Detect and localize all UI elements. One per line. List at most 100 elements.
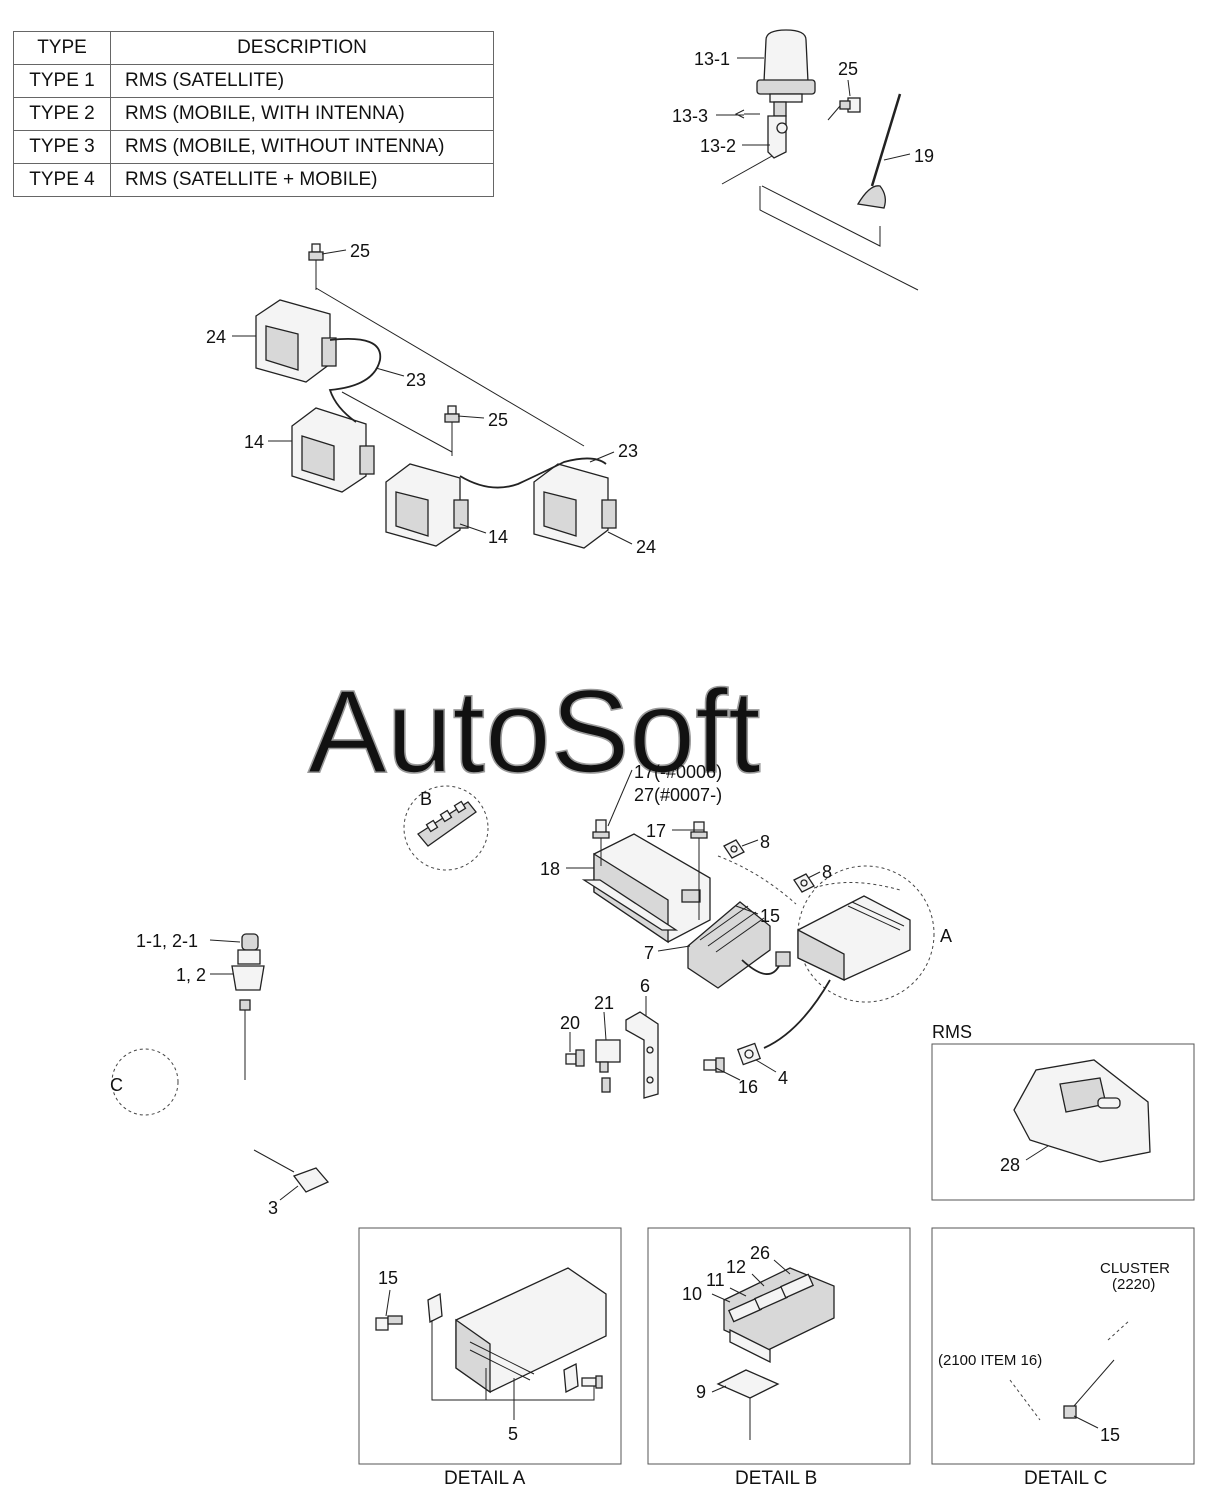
detail-a-radio <box>455 1267 607 1394</box>
detail-a-bolt-left <box>375 1315 403 1331</box>
detail-a-bracket-right <box>563 1362 579 1394</box>
label-1-2: 1, 2 <box>176 965 206 985</box>
antenna <box>856 93 902 209</box>
label-25: 25 <box>350 241 370 261</box>
detail-a-label-5: 5 <box>508 1424 518 1444</box>
detail-b-label-12: 12 <box>726 1257 746 1277</box>
detail-b-gasket-9 <box>716 1369 780 1399</box>
detail-b-label-10: 10 <box>682 1284 702 1304</box>
work-lamp-14-left <box>291 407 375 493</box>
bolt-25-middle <box>444 405 460 456</box>
key-switch-1-2 <box>231 933 265 1080</box>
beacon-bolt <box>827 97 861 121</box>
label-14: 14 <box>244 432 264 452</box>
bracket-8-b <box>793 873 815 893</box>
detail-b-circle <box>403 785 489 871</box>
label-c: C <box>110 1075 123 1095</box>
label-17-serial: 17(-#0006) <box>634 762 722 782</box>
work-lamp-24-left <box>255 299 337 383</box>
table-cell-type: TYPE 4 <box>13 163 111 197</box>
label-16: 16 <box>738 1077 758 1097</box>
table-header-type: TYPE <box>13 31 111 65</box>
detail-c-frame <box>931 1227 1195 1465</box>
detail-b-caption: DETAIL B <box>735 1468 817 1489</box>
label-23: 23 <box>406 370 426 390</box>
detail-a-bolt-right <box>581 1375 603 1389</box>
rms-title: RMS <box>932 1022 972 1042</box>
bolt-16 <box>703 1057 725 1073</box>
detail-a-bracket-left <box>427 1292 443 1324</box>
detail-c-cluster: CLUSTER <box>1100 1260 1170 1277</box>
table-row: TYPE 4 RMS (SATELLITE + MOBILE) <box>13 163 494 197</box>
label-13-3: 13-3 <box>672 106 708 126</box>
table-header-description: DESCRIPTION <box>110 31 494 65</box>
table-cell-description: RMS (MOBILE, WITH INTENNA) <box>110 97 494 131</box>
detail-a-label-15: 15 <box>378 1268 398 1288</box>
bolt-17-27 <box>592 819 610 866</box>
detail-b-label-9: 9 <box>696 1382 706 1402</box>
bolt-25-top <box>308 243 324 290</box>
bolt-17 <box>690 821 708 920</box>
relay-module-7 <box>687 901 771 989</box>
label-8: 8 <box>822 862 832 882</box>
label-a: A <box>940 926 952 946</box>
label-17: 17 <box>646 821 666 841</box>
label-14: 14 <box>488 527 508 547</box>
label-28: 28 <box>1000 1155 1020 1175</box>
bracket-6 <box>625 1011 659 1099</box>
detail-b-label-11: 11 <box>706 1270 725 1290</box>
label-15: 15 <box>760 906 780 926</box>
leader-lines <box>209 57 1099 1429</box>
bracket-8-a <box>723 839 745 859</box>
label-6: 6 <box>640 976 650 996</box>
label-4: 4 <box>778 1068 788 1088</box>
detail-b-switch-panel <box>723 1267 835 1364</box>
detail-c-caption: DETAIL C <box>1024 1468 1107 1489</box>
detail-c-label-15: 15 <box>1100 1425 1120 1445</box>
table-row: TYPE 1 RMS (SATELLITE) <box>13 64 494 98</box>
bolt-20 <box>565 1049 585 1067</box>
label-25: 25 <box>838 59 858 79</box>
table-row: TYPE 3 RMS (MOBILE, WITHOUT INTENNA) <box>13 130 494 164</box>
detail-c-circle <box>111 1048 179 1116</box>
label-19: 19 <box>914 146 934 166</box>
connector-3 <box>253 1149 330 1193</box>
detail-b-label-26: 26 <box>750 1243 770 1263</box>
label-23: 23 <box>618 441 638 461</box>
type-table: TYPE DESCRIPTION TYPE 1 RMS (SATELLITE) … <box>13 31 494 197</box>
label-8: 8 <box>760 832 770 852</box>
label-27-serial: 27(#0007-) <box>634 785 722 805</box>
table-header-row: TYPE DESCRIPTION <box>13 31 494 65</box>
label-20: 20 <box>560 1013 580 1033</box>
table-row: TYPE 2 RMS (MOBILE, WITH INTENNA) <box>13 97 494 131</box>
label-7: 7 <box>644 943 654 963</box>
table-cell-type: TYPE 3 <box>13 130 111 164</box>
table-cell-description: RMS (SATELLITE) <box>110 64 494 98</box>
rms-frame <box>931 1043 1195 1201</box>
label-1-1-2-1: 1-1, 2-1 <box>136 931 198 951</box>
label-13-1: 13-1 <box>694 49 730 69</box>
label-25: 25 <box>488 410 508 430</box>
work-lamp-14-middle <box>385 463 469 547</box>
label-3: 3 <box>268 1198 278 1218</box>
radio-unit-a <box>797 865 935 1003</box>
label-24: 24 <box>206 327 226 347</box>
controller-box-18 <box>581 833 711 944</box>
detail-c-cluster-number: (2220) <box>1112 1276 1155 1293</box>
rms-device-28 <box>1013 1059 1151 1163</box>
work-lamp-24-right <box>533 463 617 549</box>
detail-a-caption: DETAIL A <box>444 1468 526 1489</box>
label-24: 24 <box>636 537 656 557</box>
label-13-2: 13-2 <box>700 136 736 156</box>
detail-c-item: (2100 ITEM 16) <box>938 1352 1042 1369</box>
antenna-connector-4 <box>736 1042 762 1066</box>
table-cell-description: RMS (SATELLITE + MOBILE) <box>110 163 494 197</box>
table-cell-description: RMS (MOBILE, WITHOUT INTENNA) <box>110 130 494 164</box>
detail-a-frame <box>358 1227 622 1465</box>
detail-b-frame <box>647 1227 911 1465</box>
beacon-lamp <box>756 29 816 159</box>
label-21: 21 <box>594 993 614 1013</box>
label-b: B <box>420 789 432 809</box>
detail-c-bolt-15 <box>1063 1359 1115 1419</box>
